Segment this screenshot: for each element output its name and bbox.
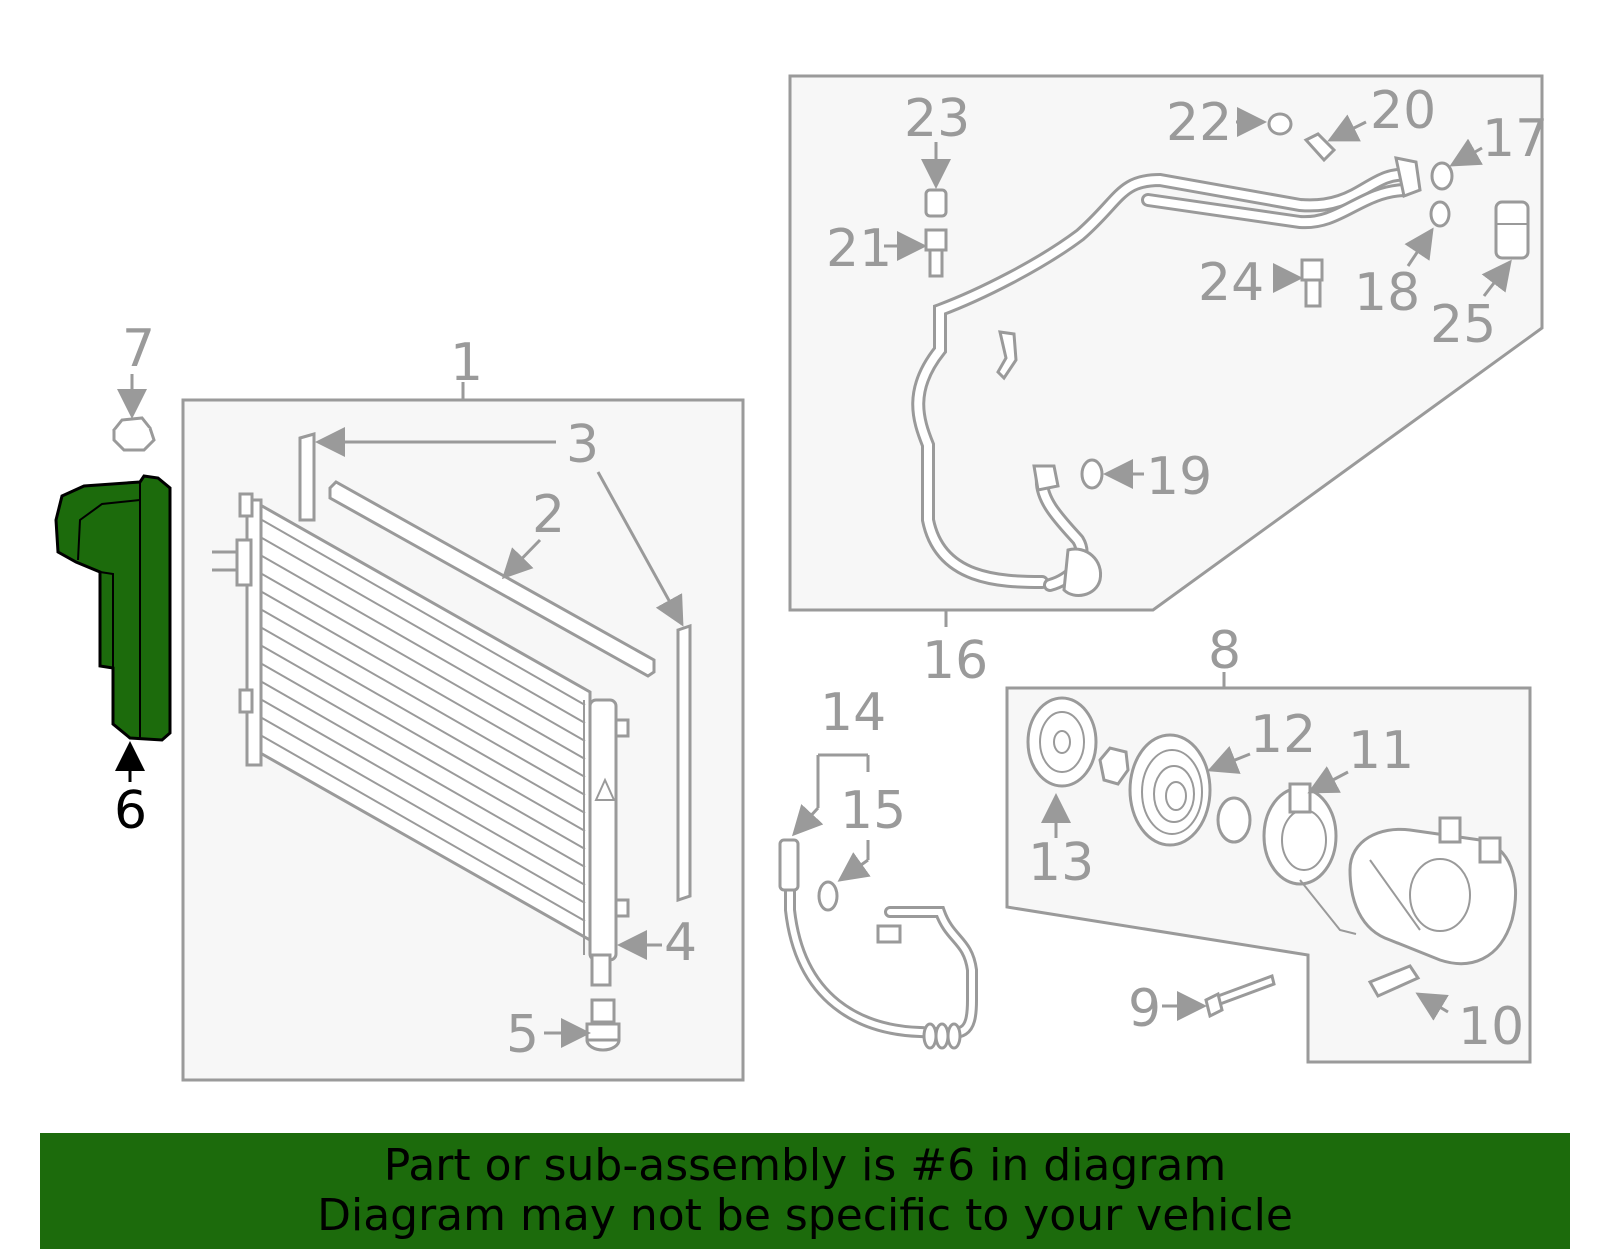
info-banner: Part or sub-assembly is #6 in diagram Di… xyxy=(40,1133,1570,1249)
banner-line-2: Diagram may not be specific to your vehi… xyxy=(317,1190,1293,1241)
callout-25: 25 xyxy=(1430,295,1496,355)
callout-23: 23 xyxy=(904,89,970,149)
condenser-fins xyxy=(261,519,586,922)
callout-18: 18 xyxy=(1354,263,1420,323)
part-7-nut xyxy=(112,416,156,452)
part-6-air-guard[interactable] xyxy=(54,474,172,742)
callout-11: 11 xyxy=(1348,721,1414,781)
callout-5: 5 xyxy=(506,1005,539,1065)
part-19-oring xyxy=(1080,458,1104,490)
part-1-condenser xyxy=(212,492,630,987)
callout-10: 10 xyxy=(1458,997,1524,1057)
callout-6: 6 xyxy=(114,781,147,841)
part-24-sensor xyxy=(1300,258,1324,308)
part-17-oring xyxy=(1430,161,1454,191)
part-25-valve xyxy=(1494,200,1530,260)
part-18-oring xyxy=(1429,200,1451,228)
part-20-valve xyxy=(1303,132,1337,163)
callout-20: 20 xyxy=(1370,81,1436,141)
part-9-bolt xyxy=(1204,974,1276,1019)
callout-17: 17 xyxy=(1482,109,1548,169)
callout-2: 2 xyxy=(532,485,565,545)
callout-24: 24 xyxy=(1198,253,1264,313)
callout-16: 16 xyxy=(922,631,988,691)
part-16-hose-assembly xyxy=(911,156,1422,597)
part-shim xyxy=(1098,746,1130,786)
compressor-body xyxy=(1348,816,1517,966)
part-3-seal-left xyxy=(298,432,316,522)
callout-8: 8 xyxy=(1208,621,1241,681)
part-23-cap xyxy=(924,188,948,218)
part-11-field-coil xyxy=(1262,782,1357,935)
part-5-plug xyxy=(585,998,621,1052)
part-12-pulley xyxy=(1128,733,1212,847)
part-snap-ring xyxy=(1216,796,1252,844)
part-22-cap xyxy=(1267,112,1293,136)
part-21-valve xyxy=(924,228,948,278)
banner-line-1: Part or sub-assembly is #6 in diagram xyxy=(383,1140,1227,1191)
part-10-sensor xyxy=(1367,964,1421,998)
callout-4: 4 xyxy=(664,913,697,973)
callout-14: 14 xyxy=(820,683,886,743)
part-14-hose xyxy=(778,838,978,1050)
callout-21: 21 xyxy=(826,219,892,279)
callout-12: 12 xyxy=(1250,705,1316,765)
callout-3: 3 xyxy=(566,415,599,475)
callout-15: 15 xyxy=(840,781,906,841)
part-3-seal-right xyxy=(676,623,692,903)
callout-22: 22 xyxy=(1166,93,1232,153)
callout-7: 7 xyxy=(122,319,155,379)
part-15-oring xyxy=(817,880,839,912)
part-13-hub xyxy=(1026,696,1098,788)
callout-9: 9 xyxy=(1128,979,1161,1039)
part-2-seal-strip xyxy=(328,480,656,678)
callout-19: 19 xyxy=(1146,447,1212,507)
callout-13: 13 xyxy=(1028,833,1094,893)
callout-1: 1 xyxy=(450,333,483,393)
